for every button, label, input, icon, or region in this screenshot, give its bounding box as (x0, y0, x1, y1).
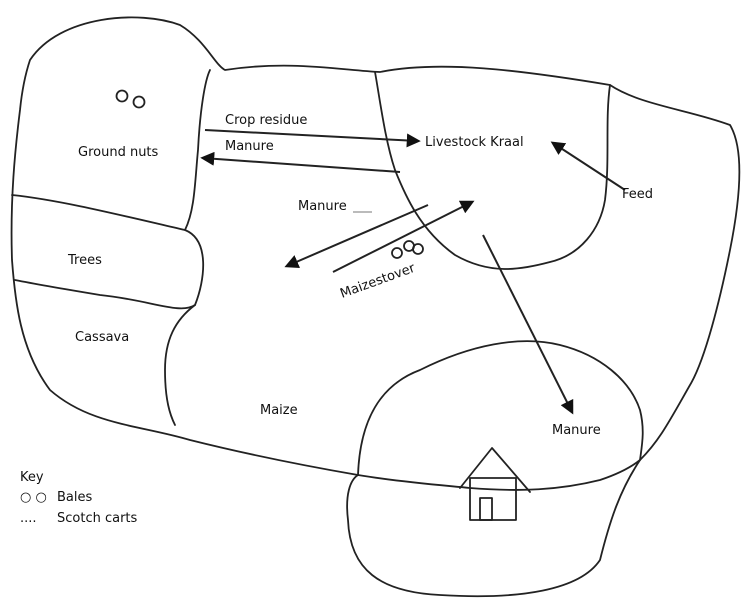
house-icon (459, 447, 531, 521)
homestead-boundary (357, 340, 644, 476)
livestock-kraal-label: Livestock Kraal (425, 135, 524, 150)
manure-label-mid: Manure (298, 199, 347, 214)
cassava-label: Cassava (75, 330, 129, 345)
manure-to-groundnuts-arrow (200, 151, 401, 173)
manure-to-maize-arrow (284, 204, 429, 268)
farm-outer-boundary (10, 16, 741, 598)
crop-residue-arrow (204, 129, 421, 148)
maizestover-label: Maizestover (338, 261, 417, 302)
map-key: Key ○ ○ Bales .... Scotch carts (20, 470, 138, 526)
key-title: Key (20, 470, 44, 485)
ground-nuts-label: Ground nuts (78, 145, 159, 160)
manure-label-top: Manure (225, 139, 274, 154)
key-carts-label: Scotch carts (57, 511, 138, 526)
maizestover-bales-icon (391, 240, 424, 259)
bales-icon (115, 89, 146, 109)
maize-label: Maize (260, 403, 298, 418)
livestock-kraal-boundary (374, 71, 611, 270)
feed-arrow (550, 141, 626, 191)
trees-label: Trees (67, 253, 102, 268)
key-bales-symbol: ○ ○ (20, 490, 47, 505)
key-carts-symbol: .... (20, 511, 37, 526)
crop-residue-label: Crop residue (225, 113, 307, 128)
homestead-path (357, 459, 641, 491)
manure-to-homestead-arrow (482, 234, 574, 415)
key-bales-label: Bales (57, 490, 92, 505)
trees-field-boundary (14, 229, 205, 310)
manure-label-bottom: Manure (552, 423, 601, 438)
cassava-field-boundary (164, 304, 196, 426)
feed-label: Feed (622, 187, 653, 202)
ground-nuts-field-boundary (11, 69, 211, 231)
maizestover-to-kraal-arrow (332, 200, 475, 273)
